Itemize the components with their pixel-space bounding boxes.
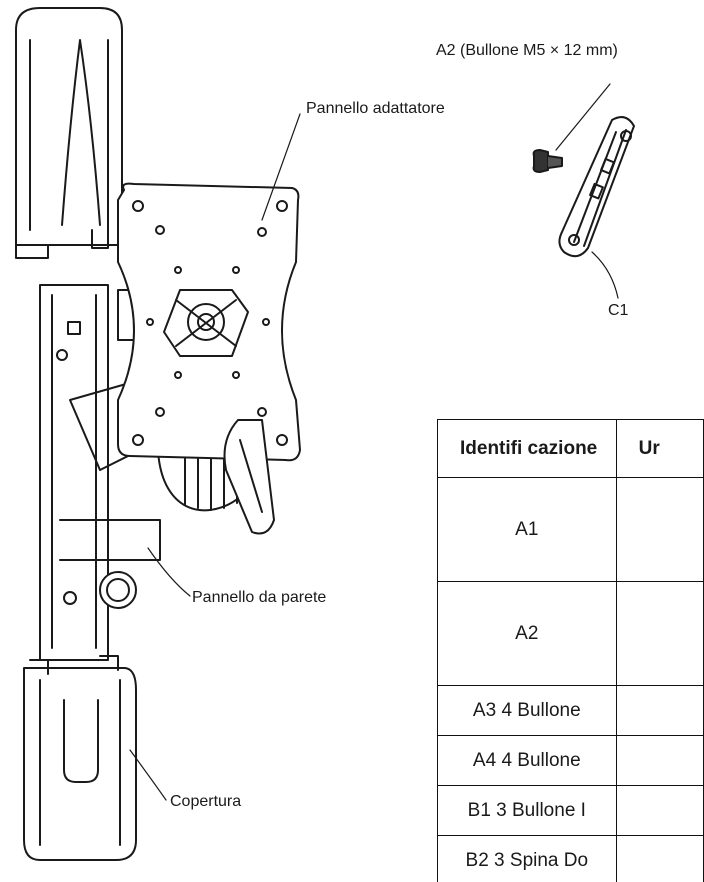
- label-c1: C1: [608, 302, 629, 319]
- leader-c1: [591, 251, 619, 299]
- tension-handle: [223, 419, 275, 535]
- row-id-a3: A3 4 Bullone: [437, 685, 617, 736]
- header-unit: Ur: [615, 419, 704, 478]
- row-unit-cell: [615, 581, 704, 686]
- leader-wall-panel: [147, 547, 191, 597]
- table-row: A1: [437, 477, 704, 582]
- table-row: A4 4 Bullone: [437, 735, 704, 786]
- table-row: A3 4 Bullone: [437, 685, 704, 736]
- row-unit-cell: [615, 835, 704, 882]
- row-id-a1: A1: [437, 477, 617, 582]
- row-unit-cell: [615, 477, 704, 582]
- row-id-b2: B2 3 Spina Do: [437, 835, 617, 882]
- leader-bolt-a2: [555, 83, 611, 151]
- parts-table: Identifi cazione Ur A1 A2 A3 4 Bullone A…: [437, 419, 704, 882]
- label-adapter-panel: Pannello adattatore: [306, 100, 445, 117]
- table-row: A2: [437, 581, 704, 686]
- row-unit-cell: [615, 785, 704, 836]
- leader-cover: [129, 749, 167, 801]
- row-id-a2: A2: [437, 581, 617, 686]
- bracket-c1-part: [558, 116, 635, 258]
- table-row: B2 3 Spina Do: [437, 835, 704, 882]
- row-unit-cell: [615, 735, 704, 786]
- bolt-a2-part: [532, 149, 563, 173]
- table-row: B1 3 Bullone I: [437, 785, 704, 836]
- adapter-panel-part: [117, 182, 301, 462]
- leader-adapter-panel: [261, 113, 301, 221]
- label-cover: Copertura: [170, 793, 242, 810]
- label-wall-panel: Pannello da parete: [192, 589, 327, 606]
- row-id-a4: A4 4 Bullone: [437, 735, 617, 786]
- label-bolt-a2: A2 (Bullone M5 × 12 mm): [436, 42, 618, 59]
- header-identification: Identifi cazione: [437, 419, 617, 478]
- row-id-b1: B1 3 Bullone I: [437, 785, 617, 836]
- bottom-cover-part: [23, 655, 137, 861]
- table-header-row: Identifi cazione Ur: [437, 419, 704, 478]
- top-cover-part: [15, 7, 123, 259]
- row-unit-cell: [615, 685, 704, 736]
